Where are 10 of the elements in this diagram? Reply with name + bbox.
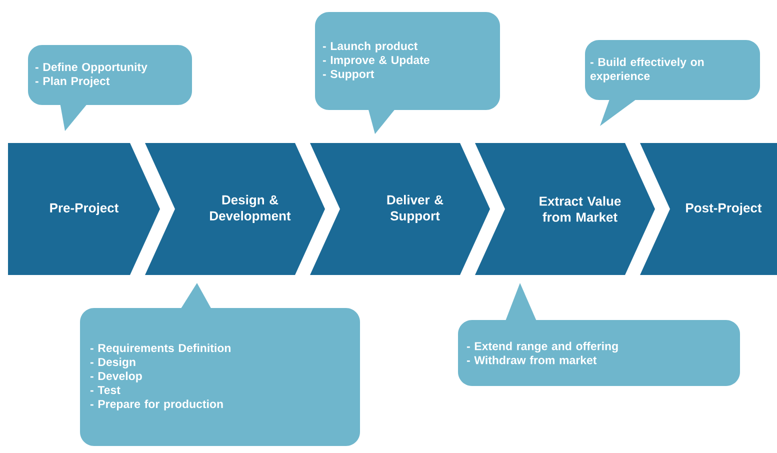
chevron-step: Design & Development — [145, 143, 325, 275]
speech-bubble: - Requirements Definition - Design - Develop - Test - Prepare for production — [80, 283, 360, 446]
chevron-step: Deliver & Support — [310, 143, 490, 275]
speech-bubble: - Launch product - Improve & Update - Support — [315, 12, 500, 134]
speech-bubble: - Build effectively on experience — [585, 40, 760, 126]
chevron-step: Extract Value from Market — [475, 143, 655, 275]
chevron-step: Pre-Project — [8, 143, 160, 275]
chevron-step: Post-Project — [640, 143, 777, 275]
speech-bubble: - Define Opportunity - Plan Project — [28, 45, 192, 131]
speech-bubble: - Extend range and offering - Withdraw from market — [458, 283, 740, 386]
